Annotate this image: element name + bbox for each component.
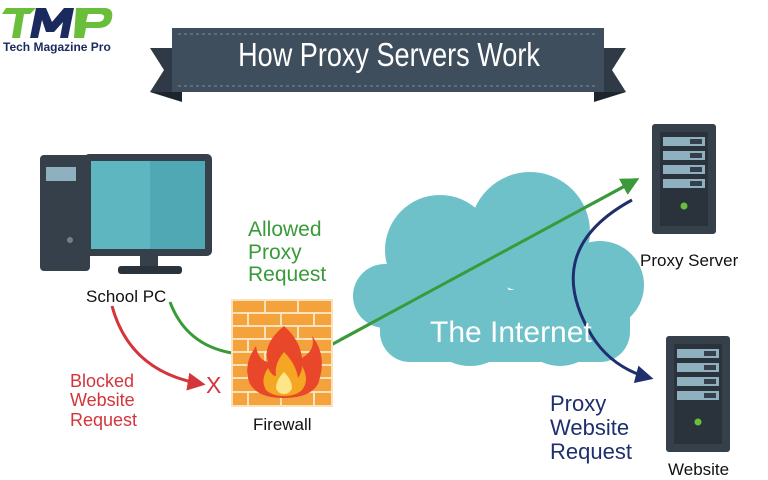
computer-icon bbox=[40, 154, 212, 274]
firewall-label: Firewall bbox=[253, 415, 312, 434]
logo-mark bbox=[2, 8, 113, 38]
blocked-request-label: Blocked Website Request bbox=[70, 371, 138, 430]
website-label: Website bbox=[668, 460, 730, 479]
allowed-arrow-over-cloud bbox=[339, 178, 640, 342]
logo-text: Tech Magazine Pro bbox=[3, 40, 111, 54]
allowed-request-label: Allowed Proxy Request bbox=[248, 218, 327, 287]
proxy-server-label: Proxy Server bbox=[640, 251, 739, 270]
internet-label: The Internet bbox=[430, 316, 592, 349]
allowed-arrow-to-firewall bbox=[168, 301, 233, 355]
proxy-website-request-label: Proxy Website Request bbox=[550, 391, 632, 464]
server-icon bbox=[666, 336, 730, 452]
cloud-icon bbox=[353, 172, 644, 366]
firewall-icon bbox=[231, 299, 333, 407]
server-icon bbox=[652, 124, 716, 234]
blocked-arrow bbox=[110, 305, 206, 391]
school-pc-label: School PC bbox=[86, 287, 167, 306]
blocked-x-mark: X bbox=[206, 372, 222, 398]
title-banner bbox=[150, 28, 626, 102]
page-title: How Proxy Servers Work bbox=[238, 36, 540, 73]
proxy-website-arrow bbox=[571, 198, 654, 384]
